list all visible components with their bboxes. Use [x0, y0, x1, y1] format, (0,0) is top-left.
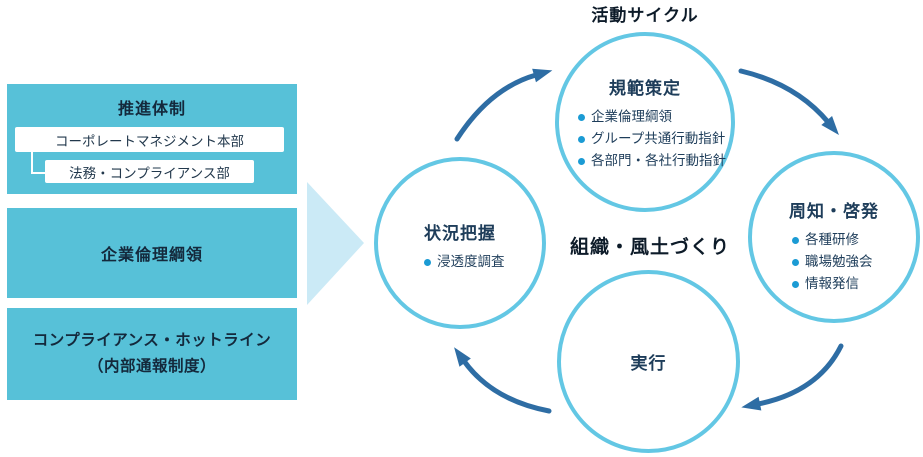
list-item: 浸透度調査	[424, 251, 542, 273]
bullet-label: 情報発信	[805, 276, 859, 291]
cycle-node-execution-title: 実行	[630, 354, 667, 373]
cycle-node-status-list: 浸透度調査	[378, 251, 542, 273]
bullet-label: グループ共通行動指針	[591, 131, 726, 146]
org-box-legal-compliance: 法務・コンプライアンス部	[45, 160, 254, 183]
cycle-node-awareness: 周知・啓発 各種研修 職場勉強会 情報発信	[748, 151, 920, 323]
arrow-status-to-norms-icon	[454, 68, 553, 142]
list-item: 各種研修	[792, 229, 916, 251]
cycle-title: 活動サイクル	[591, 6, 699, 25]
bullet-icon	[792, 258, 799, 266]
promotion-structure-title: 推進体制	[117, 101, 186, 118]
arrow-awareness-to-execution-icon	[741, 343, 844, 411]
cycle-node-norms-title: 規範策定	[609, 79, 681, 98]
bullet-icon	[792, 236, 799, 244]
bullet-icon	[578, 157, 585, 165]
bullet-label: 各部門・各社行動指針	[591, 153, 726, 168]
bullet-icon	[424, 258, 431, 266]
flow-arrow-triangle	[307, 182, 364, 305]
arrow-execution-to-status-icon	[454, 347, 552, 414]
list-item: グループ共通行動指針	[578, 128, 731, 150]
corporate-ethics-box: 企業倫理綱領	[7, 208, 297, 298]
cycle-node-execution: 実行	[557, 270, 740, 453]
bullet-label: 企業倫理綱領	[591, 109, 672, 124]
arrow-norms-to-awareness-icon	[738, 68, 839, 135]
bullet-label: 各種研修	[805, 232, 859, 247]
list-item: 情報発信	[792, 273, 916, 295]
list-item: 企業倫理綱領	[578, 106, 731, 128]
hotline-label-line2: （内部通報制度）	[87, 358, 216, 375]
cycle-node-awareness-list: 各種研修 職場勉強会 情報発信	[752, 229, 916, 295]
bullet-icon	[578, 113, 585, 121]
bullet-icon	[792, 280, 799, 288]
cycle-node-status-title: 状況把握	[424, 224, 496, 243]
cycle-node-norms: 規範策定 企業倫理綱領 グループ共通行動指針 各部門・各社行動指針	[555, 32, 735, 212]
hotline-label-line1: コンプライアンス・ホットライン	[32, 332, 272, 350]
compliance-hotline-box: コンプライアンス・ホットライン （内部通報制度）	[7, 308, 297, 400]
bullet-label: 浸透度調査	[437, 254, 505, 269]
org-connector-line	[31, 152, 47, 174]
org-box-corporate-management: コーポレートマネジメント本部	[15, 127, 284, 152]
bullet-icon	[578, 135, 585, 143]
bullet-label: 職場勉強会	[805, 254, 873, 269]
cycle-node-norms-list: 企業倫理綱領 グループ共通行動指針 各部門・各社行動指針	[559, 106, 731, 172]
promotion-structure-box: 推進体制 コーポレートマネジメント本部 法務・コンプライアンス部	[7, 84, 297, 194]
cycle-node-status: 状況把握 浸透度調査	[374, 157, 546, 329]
cycle-center-label: 組織・風土づくり	[569, 237, 730, 258]
list-item: 各部門・各社行動指針	[578, 150, 731, 172]
cycle-node-awareness-title: 周知・啓発	[789, 202, 879, 221]
list-item: 職場勉強会	[792, 251, 916, 273]
